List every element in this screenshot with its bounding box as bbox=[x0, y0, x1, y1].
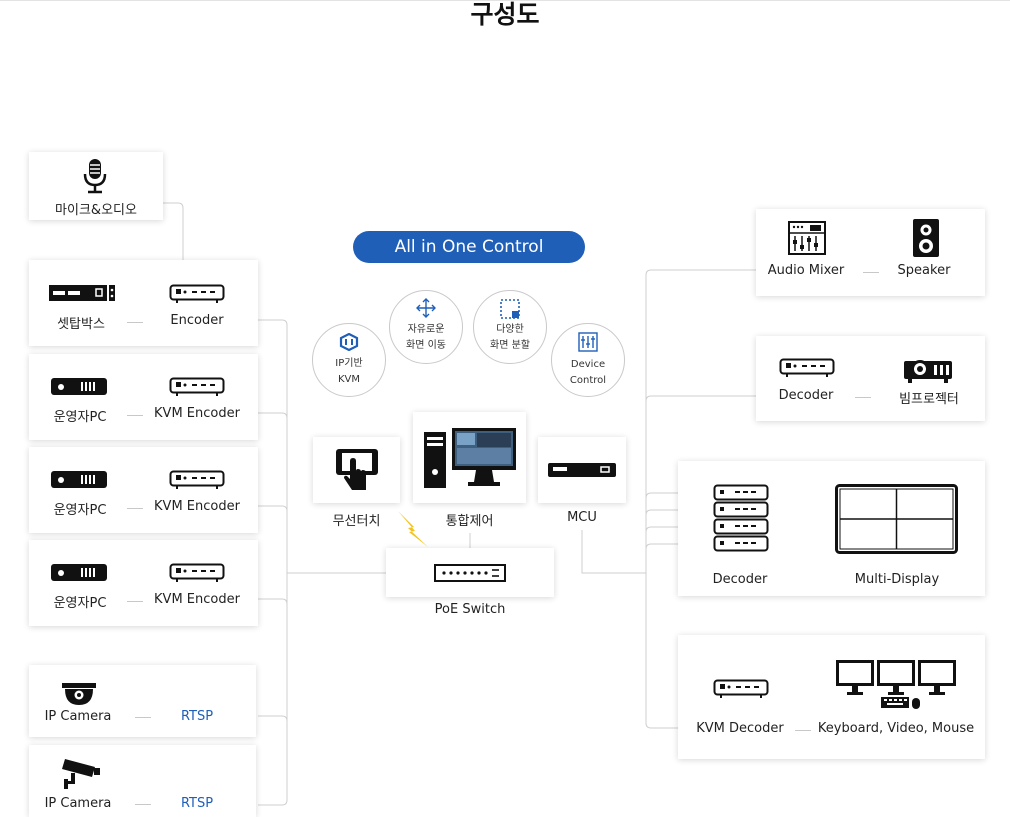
kvm-peripherals-label: Keyboard, Video, Mouse bbox=[817, 721, 975, 736]
dome-camera-icon bbox=[62, 683, 96, 705]
network-switch-icon bbox=[434, 564, 506, 582]
feature-text: 다양한 bbox=[496, 324, 524, 335]
mic-audio-card: 마이크&오디오 bbox=[29, 152, 163, 220]
operator-pc-card: 운영자PC KVM Encoder bbox=[29, 540, 258, 626]
page-title: 구성도 bbox=[470, 0, 540, 29]
poe-switch-label: PoE Switch bbox=[434, 602, 506, 617]
feature-free-move: 자유로운 화면 이동 bbox=[389, 290, 463, 364]
move-arrows-icon bbox=[416, 298, 436, 318]
feature-screen-split: 다양한 화면 분할 bbox=[473, 290, 547, 364]
feature-text: KVM bbox=[337, 374, 361, 385]
kvm-encoder-icon bbox=[169, 563, 225, 582]
feature-ip-kvm: IP기반 KVM bbox=[312, 323, 386, 397]
settop-box-icon bbox=[49, 285, 115, 301]
encoder-label: Encoder bbox=[170, 313, 224, 328]
operator-pc-label: 운영자PC bbox=[53, 596, 107, 611]
poe-switch-card bbox=[386, 548, 554, 597]
feature-text: Control bbox=[569, 375, 607, 386]
computer-monitor-icon bbox=[424, 428, 516, 488]
wireless-touch-label: 무선터치 bbox=[332, 514, 381, 529]
microphone-icon bbox=[83, 159, 107, 194]
encoder-icon bbox=[169, 284, 225, 303]
dash-line bbox=[127, 415, 143, 416]
rtsp-label: RTSP bbox=[180, 796, 214, 811]
audio-mixer-label: Audio Mixer bbox=[767, 263, 845, 278]
kvm-encoder-label: KVM Encoder bbox=[154, 499, 240, 514]
feature-text: Device bbox=[570, 359, 606, 370]
decoder-label: Decoder bbox=[778, 388, 834, 403]
mcu-card bbox=[538, 437, 626, 503]
dash-line bbox=[135, 804, 151, 805]
settop-label: 셋탑박스 bbox=[57, 317, 105, 332]
speaker-icon bbox=[913, 219, 939, 257]
bullet-camera-icon bbox=[62, 759, 100, 789]
wireless-touch-card bbox=[313, 437, 400, 503]
kvm-output-card: KVM Decoder Keyboard, Video, Mouse bbox=[678, 635, 985, 759]
dash-line bbox=[127, 601, 143, 602]
operator-pc-card: 운영자PC KVM Encoder bbox=[29, 354, 258, 440]
operator-pc-label: 운영자PC bbox=[53, 503, 107, 518]
network-icon bbox=[339, 333, 359, 351]
kvm-encoder-label: KVM Encoder bbox=[154, 406, 240, 421]
feature-text: 자유로운 bbox=[407, 324, 445, 335]
kvm-encoder-icon bbox=[169, 470, 225, 489]
top-divider bbox=[0, 0, 1010, 1]
kvm-decoder-label: KVM Decoder bbox=[696, 721, 784, 736]
rtsp-label: RTSP bbox=[180, 709, 214, 724]
feature-device-control: Device Control bbox=[551, 323, 625, 397]
wireless-lightning-icon bbox=[398, 511, 428, 547]
mcu-label: MCU bbox=[567, 510, 597, 525]
ip-camera-card: IP Camera RTSP bbox=[29, 745, 256, 817]
projector-label: 빔프로젝터 bbox=[899, 392, 959, 407]
video-wall-icon bbox=[835, 484, 958, 554]
audio-output-card: Audio Mixer Speaker bbox=[756, 209, 985, 296]
dash-line bbox=[127, 508, 143, 509]
all-in-one-control-pill: All in One Control bbox=[353, 231, 585, 263]
dash-line bbox=[855, 397, 871, 398]
kvm-encoder-label: KVM Encoder bbox=[154, 592, 240, 607]
decoder-label: Decoder bbox=[712, 572, 768, 587]
dash-line bbox=[127, 322, 143, 323]
speaker-label: Speaker bbox=[897, 263, 951, 278]
screen-split-icon bbox=[500, 299, 520, 319]
ip-camera-label: IP Camera bbox=[44, 709, 112, 724]
feature-text: IP기반 bbox=[335, 358, 363, 369]
pc-icon bbox=[51, 378, 107, 395]
settop-encoder-card: 셋탑박스 Encoder bbox=[29, 260, 258, 346]
touch-panel-icon bbox=[336, 449, 378, 490]
multi-display-card: Decoder Multi-Display bbox=[678, 461, 985, 596]
multi-display-label: Multi-Display bbox=[854, 572, 940, 587]
dash-line bbox=[135, 717, 151, 718]
operator-pc-card: 운영자PC KVM Encoder bbox=[29, 447, 258, 533]
projector-icon bbox=[904, 360, 952, 383]
decoder-icon bbox=[779, 358, 835, 377]
feature-text: 화면 분할 bbox=[490, 340, 530, 351]
dash-line bbox=[863, 272, 879, 273]
mcu-device-icon bbox=[548, 463, 616, 477]
feature-text: 화면 이동 bbox=[406, 340, 446, 351]
integrated-control-card bbox=[413, 412, 526, 503]
keyboard-video-mouse-icon bbox=[836, 660, 956, 709]
pc-icon bbox=[51, 471, 107, 488]
ip-camera-label: IP Camera bbox=[44, 796, 112, 811]
decoder-stack-icon bbox=[713, 484, 769, 552]
audio-mixer-icon bbox=[788, 221, 826, 255]
dash-line bbox=[795, 730, 811, 731]
kvm-decoder-icon bbox=[713, 679, 769, 698]
ip-camera-card: IP Camera RTSP bbox=[29, 665, 256, 737]
integrated-control-label: 통합제어 bbox=[445, 514, 494, 529]
operator-pc-label: 운영자PC bbox=[53, 410, 107, 425]
projector-output-card: Decoder 빔프로젝터 bbox=[756, 336, 985, 421]
control-panel-icon bbox=[578, 332, 598, 352]
kvm-encoder-icon bbox=[169, 377, 225, 396]
mic-audio-label: 마이크&오디오 bbox=[55, 203, 137, 218]
pc-icon bbox=[51, 564, 107, 581]
